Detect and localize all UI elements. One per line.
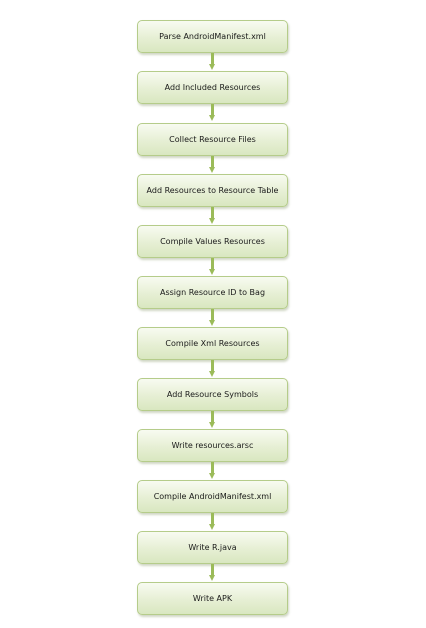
step-label: Collect Resource Files [169,135,256,144]
step-write-apk: Write APK [137,582,288,615]
step-label: Parse AndroidManifest.xml [159,32,266,41]
step-add-included-resources: Add Included Resources [137,71,288,104]
flow-arrow [209,156,216,174]
flow-arrow [209,513,216,531]
step-write-r-java: Write R.java [137,531,288,564]
step-write-resources-arsc: Write resources.arsc [137,429,288,462]
flow-arrow [209,462,216,480]
step-label: Write R.java [188,543,237,552]
step-assign-resource-id: Assign Resource ID to Bag [137,276,288,309]
step-label: Add Included Resources [164,83,261,92]
step-label: Compile Values Resources [160,237,265,246]
flow-arrow [209,53,216,71]
step-label: Add Resource Symbols [166,390,259,399]
flow-arrow [209,564,216,582]
step-compile-values-resources: Compile Values Resources [137,225,288,258]
step-compile-manifest: Compile AndroidManifest.xml [137,480,288,513]
step-label: Assign Resource ID to Bag [159,288,266,297]
step-collect-resource-files: Collect Resource Files [137,123,288,156]
step-label: Write APK [192,594,233,603]
flow-arrow [209,309,216,327]
flow-arrow [209,411,216,429]
step-label: Compile Xml Resources [165,339,260,348]
step-parse-manifest: Parse AndroidManifest.xml [137,20,288,53]
step-add-resource-symbols: Add Resource Symbols [137,378,288,411]
flow-arrow [209,207,216,225]
flow-arrow [209,258,216,276]
flow-arrow [209,360,216,378]
step-label: Write resources.arsc [171,441,254,450]
step-compile-xml-resources: Compile Xml Resources [137,327,288,360]
step-label: Add Resources to Resource Table [146,186,279,195]
flow-arrow [209,104,216,122]
step-add-resources-to-table: Add Resources to Resource Table [137,174,288,207]
step-label: Compile AndroidManifest.xml [153,492,272,501]
